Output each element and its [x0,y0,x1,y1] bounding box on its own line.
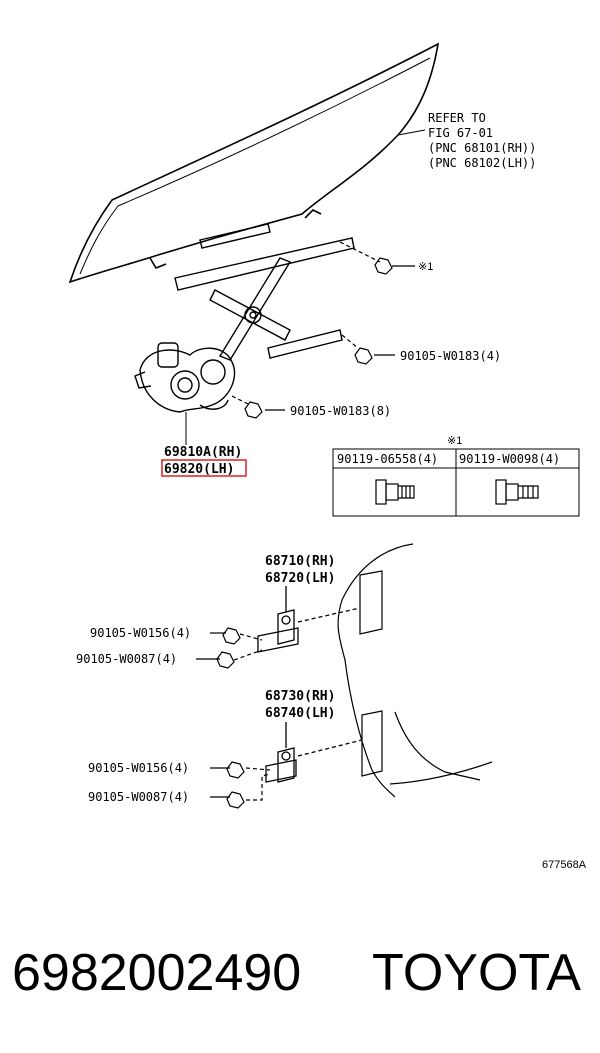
regulator-rh-label: 69810A(RH) [164,445,242,460]
lower-bolt-2-label: 90105-W0087(4) [88,790,189,804]
bolt-right-label: 90105-W0183(4) [400,349,501,363]
hinge-lower-rh-label: 68730(RH) [265,689,335,704]
body-panel [337,543,493,798]
flange-bolt-icon-2 [495,479,539,505]
bolt-icon-hinge-2 [196,649,263,669]
refer-leader [397,129,426,136]
lower-bolt-1-label: 90105-W0156(4) [88,761,189,775]
refer-line-1: REFER TO [428,111,486,125]
bolt-icon-right [341,334,395,365]
refer-line-3: (PNC 68101(RH)) [428,141,536,155]
bolt-icon-mid [231,395,285,419]
hinge-upper-rh-label: 68710(RH) [265,554,335,569]
refer-line-2: FIG 67-01 [428,126,493,140]
flange-bolt-icon-1 [375,479,415,505]
upper-bolt-1-label: 90105-W0156(4) [90,626,191,640]
bolt-icon-hinge-4 [210,773,271,809]
highlight-box [161,459,247,477]
refer-line-4: (PNC 68102(LH)) [428,156,536,170]
table-col-1: 90119-06558(4) [337,452,438,466]
bolt-icon-hinge-3 [210,761,271,779]
table-col-2: 90119-W0098(4) [459,452,560,466]
window-regulator [134,223,355,413]
bolt-icon-top [339,241,415,275]
lower-hinge [265,722,363,783]
hinge-lower-lh-label: 68740(LH) [265,706,335,721]
upper-bolt-2-label: 90105-W0087(4) [76,652,177,666]
mark-top-label: ※1 [418,261,433,273]
bolt-mid-label: 90105-W0183(8) [290,404,391,418]
bolt-icon-hinge-1 [210,627,263,645]
regulator-lh-label: 69820(LH) [164,462,234,477]
bolt-table: ※1 90119-06558(4) 90119-W0098(4) [332,435,580,517]
table-mark: ※1 [447,435,462,447]
footer-brand: TOYOTA [372,944,581,1002]
figure-code: 677568A [542,859,587,871]
upper-hinge [257,586,361,653]
door-glass [68,42,440,284]
footer-part-number: 6982002490 [12,944,301,1002]
hinge-upper-lh-label: 68720(LH) [265,571,335,586]
